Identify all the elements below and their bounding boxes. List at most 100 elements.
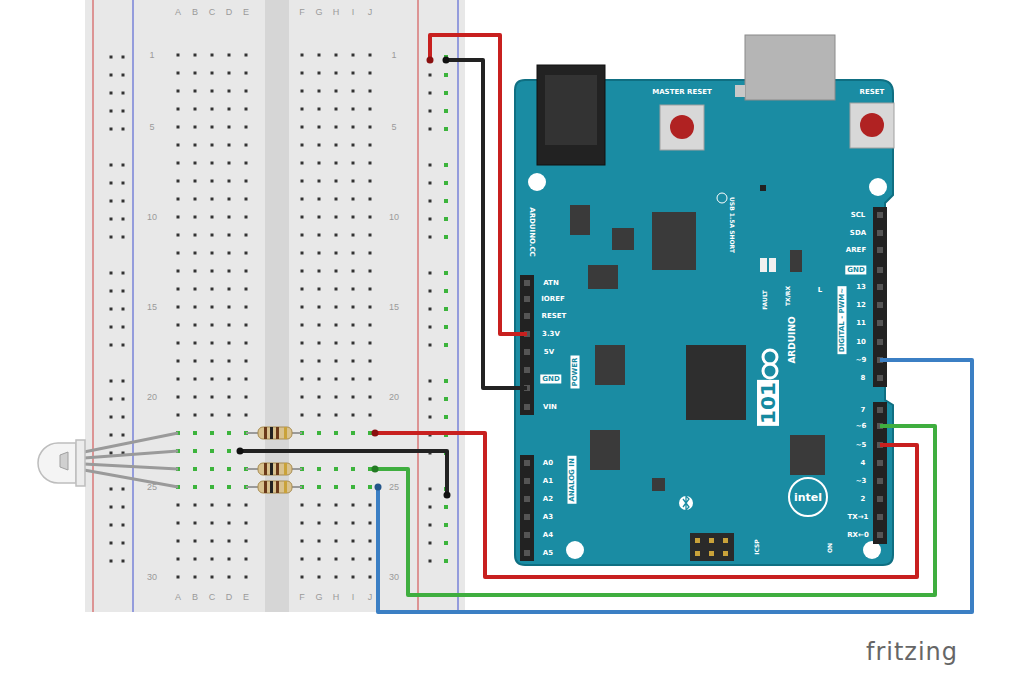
breadboard-hole: [211, 360, 214, 363]
rail-hole: [110, 74, 113, 77]
rail-hole: [122, 524, 125, 527]
breadboard-hole: [228, 360, 231, 363]
rail-hole: [122, 344, 125, 347]
breadboard-hole: [245, 198, 248, 201]
resistor-symbol: [246, 427, 302, 439]
breadboard-hole: [210, 431, 214, 435]
breadboard-hole: [194, 234, 197, 237]
breadboard-hole: [194, 342, 197, 345]
breadboard-hole: [193, 431, 197, 435]
pin-label: ~3: [856, 478, 867, 485]
pin-label: GND: [845, 266, 866, 275]
rail-hole: [122, 128, 125, 131]
breadboard-hole: [318, 198, 321, 201]
rail-hole: [444, 127, 448, 131]
breadboard-hole: [352, 522, 355, 525]
breadboard-hole: [194, 198, 197, 201]
rail-hole: [444, 271, 448, 275]
rail-hole: [110, 272, 113, 275]
breadboard-hole: [317, 467, 321, 471]
breadboard-hole: [335, 378, 338, 381]
header-pin: [877, 247, 883, 253]
breadboard-hole: [301, 360, 304, 363]
rail-hole: [122, 416, 125, 419]
breadboard-hole: [335, 306, 338, 309]
breadboard-hole: [369, 162, 372, 165]
breadboard-hole: [301, 540, 304, 543]
breadboard-hole: [318, 504, 321, 507]
breadboard-hole: [228, 54, 231, 57]
breadboard-hole: [211, 378, 214, 381]
breadboard-hole: [369, 540, 372, 543]
column-letter: C: [209, 593, 216, 602]
breadboard-hole: [335, 360, 338, 363]
row-number: 30: [147, 573, 157, 582]
breadboard-hole: [228, 162, 231, 165]
row-number: 10: [147, 213, 157, 222]
breadboard-hole: [194, 252, 197, 255]
breadboard-hole: [335, 270, 338, 273]
breadboard-hole: [211, 324, 214, 327]
breadboard-hole: [228, 324, 231, 327]
header-pin: [877, 532, 883, 538]
breadboard-hole: [177, 72, 180, 75]
breadboard-hole: [194, 504, 197, 507]
column-letter: B: [192, 8, 198, 17]
resistor-symbol: [246, 481, 302, 493]
header-pin: [877, 212, 883, 218]
breadboard-hole: [211, 306, 214, 309]
breadboard-hole: [318, 54, 321, 57]
breadboard-hole: [335, 414, 338, 417]
wire: [430, 35, 527, 334]
breadboard-hole: [335, 288, 338, 291]
breadboard-hole: [228, 198, 231, 201]
breadboard-hole: [318, 90, 321, 93]
breadboard-hole: [177, 360, 180, 363]
breadboard-hole: [301, 126, 304, 129]
breadboard-hole: [335, 396, 338, 399]
rail-hole: [110, 452, 113, 455]
board-label: ICSP: [754, 539, 760, 554]
pin-label: 3.3V: [542, 331, 560, 338]
board-label: L: [818, 287, 822, 294]
column-letter: D: [226, 8, 233, 17]
breadboard-hole: [228, 126, 231, 129]
breadboard-hole: [211, 198, 214, 201]
breadboard-hole: [245, 216, 248, 219]
breadboard-hole: [318, 126, 321, 129]
breadboard-hole: [228, 576, 231, 579]
breadboard-hole: [211, 504, 214, 507]
breadboard-hole: [301, 90, 304, 93]
breadboard-hole: [194, 396, 197, 399]
breadboard-hole: [245, 504, 248, 507]
column-letter: I: [352, 8, 355, 17]
rail-hole: [110, 398, 113, 401]
breadboard-hole: [369, 288, 372, 291]
breadboard-hole: [245, 162, 248, 165]
pin-label: 2: [861, 496, 866, 503]
breadboard-hole: [245, 342, 248, 345]
rail-hole: [110, 164, 113, 167]
breadboard-hole: [211, 126, 214, 129]
breadboard-hole: [318, 288, 321, 291]
breadboard-hole: [245, 90, 248, 93]
breadboard-hole: [194, 576, 197, 579]
breadboard-hole: [335, 342, 338, 345]
breadboard-hole: [245, 396, 248, 399]
header-pin: [877, 496, 883, 502]
rail-hole: [429, 218, 432, 221]
row-number: 5: [391, 123, 396, 132]
breadboard-hole: [194, 144, 197, 147]
rail-hole: [444, 343, 448, 347]
watermark: fritzing: [866, 640, 958, 664]
rail-hole: [429, 488, 432, 491]
pin-label: A4: [543, 532, 553, 539]
pin-label: A3: [543, 514, 553, 521]
breadboard-hole: [228, 378, 231, 381]
rail-hole: [444, 73, 448, 77]
breadboard-hole: [369, 306, 372, 309]
breadboard-hole: [368, 467, 372, 471]
breadboard-hole: [228, 252, 231, 255]
row-number: 10: [389, 213, 399, 222]
breadboard-hole: [177, 522, 180, 525]
